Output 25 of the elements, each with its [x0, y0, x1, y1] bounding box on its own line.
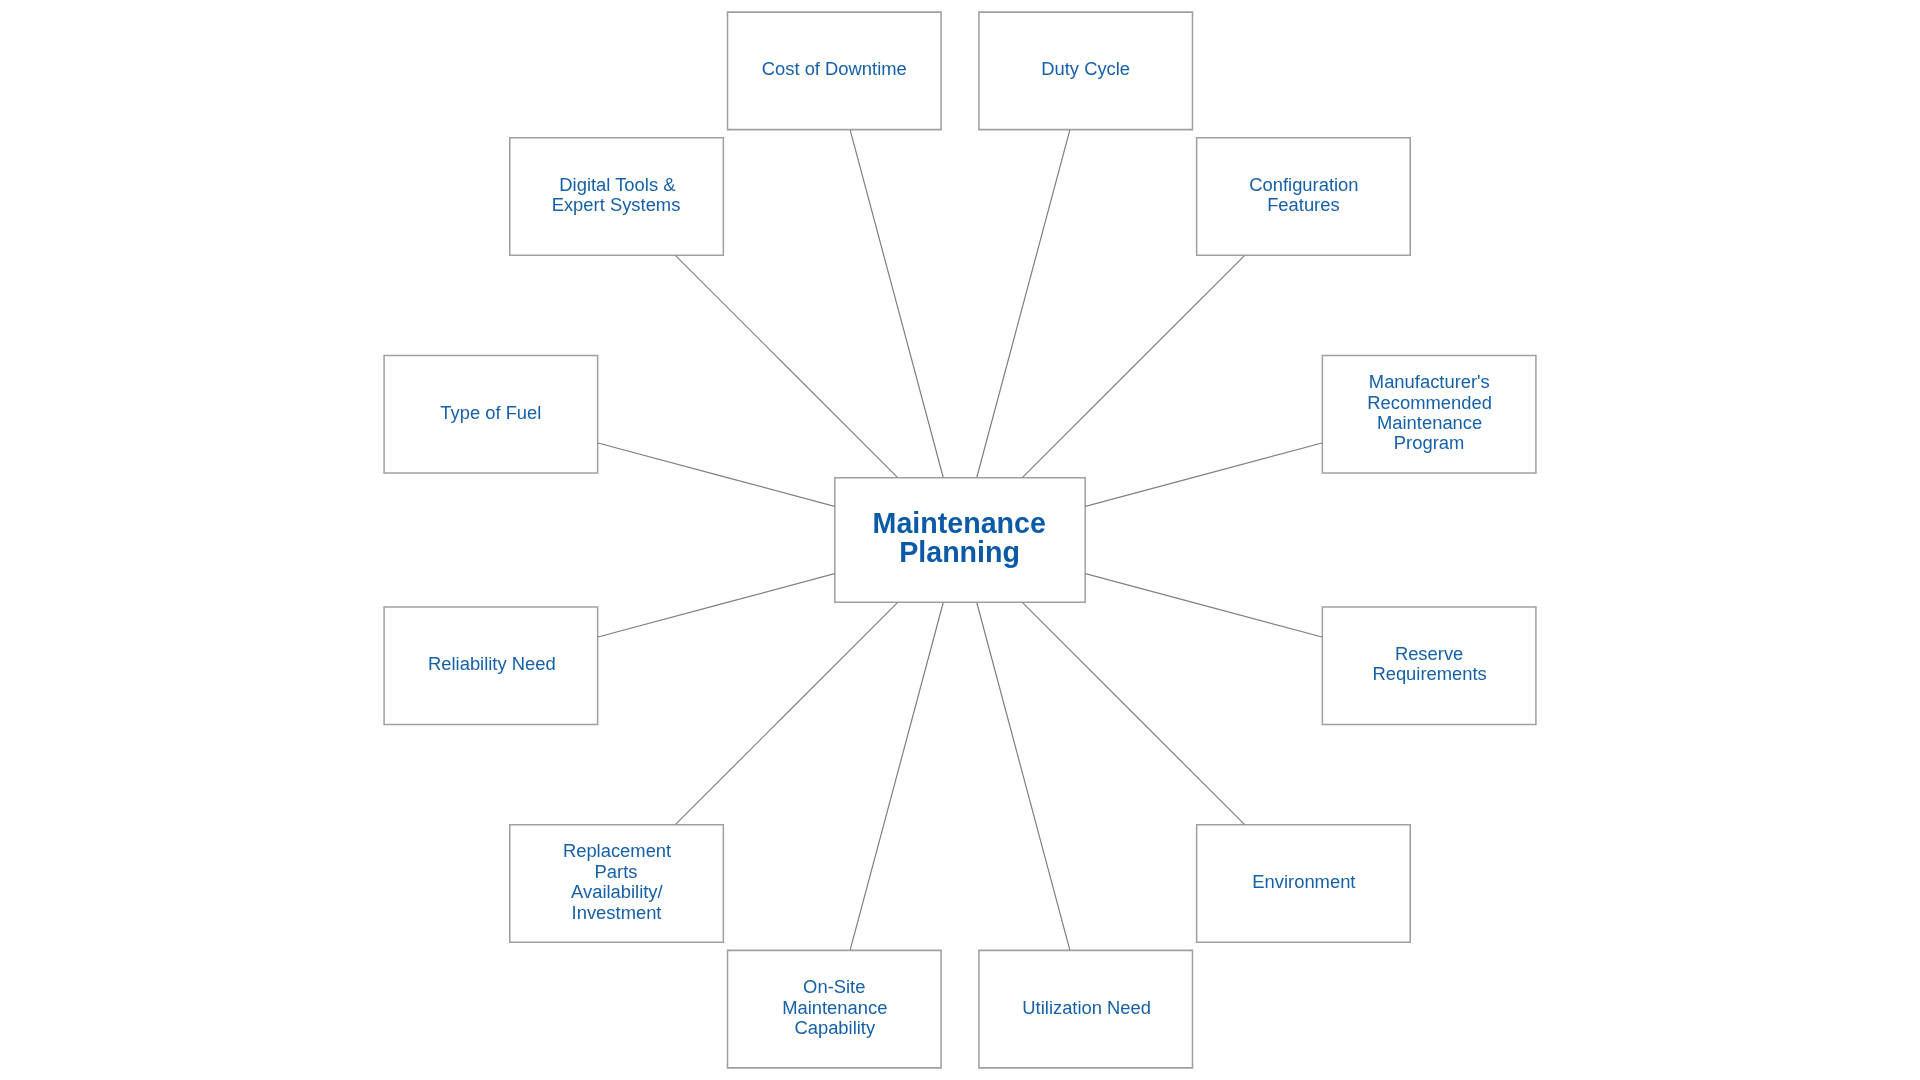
connector	[674, 254, 899, 479]
connector	[849, 602, 944, 951]
connector	[976, 129, 1071, 478]
node-box: Utilization Need	[978, 949, 1194, 1069]
node-box: Type of Fuel	[383, 354, 599, 474]
connector	[1021, 601, 1246, 826]
connector	[597, 573, 836, 638]
node-box: Replacement Parts Availability/ Investment	[509, 823, 725, 943]
connector	[1084, 573, 1323, 638]
node-box: On-Site Maintenance Capability	[726, 949, 942, 1069]
node-box: Maintenance Planning	[834, 476, 1086, 604]
node-box: Duty Cycle	[978, 11, 1194, 131]
node-box: Environment	[1195, 823, 1411, 943]
node-box: Configuration Features	[1195, 137, 1411, 257]
node-box: Cost of Downtime	[726, 11, 942, 131]
connector	[674, 601, 899, 826]
node-box: Reserve Requirements	[1321, 606, 1537, 726]
connector	[1084, 442, 1323, 507]
connector	[597, 442, 836, 507]
node-box: Manufacturer's Recommended Maintenance Program	[1321, 354, 1537, 474]
connector	[1021, 254, 1246, 479]
connector	[849, 129, 944, 478]
node-box: Digital Tools & Expert Systems	[509, 137, 725, 257]
node-box: Reliability Need	[383, 606, 599, 726]
connector	[976, 602, 1071, 951]
